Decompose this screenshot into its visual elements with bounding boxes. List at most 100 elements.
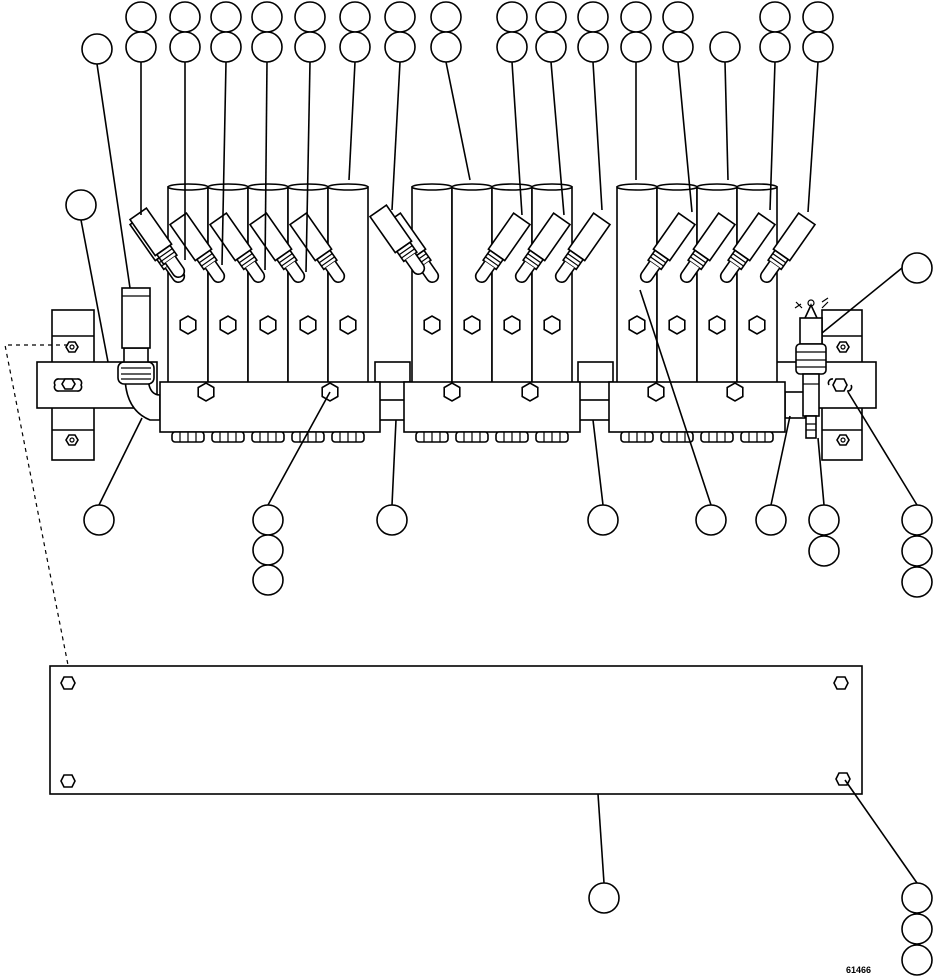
- injector-tip: [284, 260, 306, 284]
- injector-threads: [485, 253, 502, 267]
- cylinder-cap: [736, 183, 778, 191]
- outlet-fitting-ridges: [708, 432, 726, 442]
- injector-nozzle: [128, 207, 186, 279]
- base-hex-bolt: [197, 382, 215, 402]
- cylinder-cap: [696, 183, 738, 191]
- callout-bubble: [251, 1, 283, 33]
- leader-line: [769, 61, 776, 211]
- callout-bubble: [662, 1, 694, 33]
- callout-bubble: [808, 535, 840, 567]
- outlet-fitting-ridges: [463, 432, 481, 442]
- callout-bubble: [577, 31, 609, 63]
- valve-bank-2: [382, 183, 612, 443]
- injector-nozzle: [248, 212, 306, 284]
- right-mounting-bracket: [775, 309, 877, 461]
- callout-bubble: [535, 31, 567, 63]
- injector-tip: [204, 260, 226, 284]
- injector-threads: [158, 248, 175, 262]
- mounting-plate: [49, 665, 863, 795]
- callout-bubble: [125, 31, 157, 63]
- injector-threads: [318, 253, 335, 267]
- leader-line: [597, 793, 605, 884]
- callout-bubble: [496, 31, 528, 63]
- injector-tip: [514, 260, 536, 284]
- hex-bolt: [668, 315, 686, 335]
- leader-line: [98, 417, 143, 506]
- callout-bubble: [901, 913, 933, 945]
- callout-bubble: [339, 1, 371, 33]
- callout-bubbles: [65, 1, 933, 976]
- cylinder-cap: [207, 183, 249, 191]
- callout-bubble: [802, 1, 834, 33]
- hex-bolt: [423, 315, 441, 335]
- callout-bubble: [535, 1, 567, 33]
- injector-threads: [650, 253, 667, 267]
- callout-bubble: [496, 1, 528, 33]
- manifold-base-block: [608, 381, 786, 433]
- base-hex-bolt: [443, 382, 461, 402]
- injector-nozzle: [474, 212, 532, 284]
- alignment-dashed-line: [4, 344, 69, 666]
- callout-bubble: [83, 504, 115, 536]
- leader-line: [724, 61, 729, 181]
- callout-bubble: [695, 504, 727, 536]
- valve-bank-1: [128, 183, 381, 443]
- valve-cylinder: [327, 186, 369, 385]
- callout-bubble: [430, 31, 462, 63]
- hex-bolt: [219, 315, 237, 335]
- injector-nozzle: [168, 212, 226, 284]
- valve-cylinder: [411, 186, 453, 385]
- valve-bank-3: [608, 183, 817, 443]
- callout-bubble: [384, 31, 416, 63]
- injector-nozzle: [288, 212, 346, 284]
- leader-line: [592, 419, 604, 506]
- callout-bubble: [901, 882, 933, 914]
- cylinder-cap: [167, 183, 209, 191]
- leader-line: [80, 219, 109, 363]
- callout-bubble: [169, 31, 201, 63]
- leader-line: [821, 267, 903, 334]
- injector-nozzle: [719, 212, 777, 284]
- injector-nozzle: [759, 212, 817, 284]
- leader-line: [391, 61, 401, 211]
- callout-bubble: [662, 31, 694, 63]
- outlet-fitting-ridges: [668, 432, 686, 442]
- callout-bubble: [252, 504, 284, 536]
- leader-line: [550, 61, 565, 216]
- callout-bubble: [587, 504, 619, 536]
- figure-number: 61466: [845, 965, 871, 975]
- injector-threads: [398, 245, 415, 259]
- callout-bubble: [620, 1, 652, 33]
- callout-bubble: [294, 31, 326, 63]
- hex-bolt: [179, 315, 197, 335]
- injector-tip: [639, 260, 661, 284]
- injector-nozzle: [514, 212, 572, 284]
- leader-line: [847, 391, 918, 506]
- outlet-fitting-ridges: [339, 432, 357, 442]
- injector-threads: [770, 253, 787, 267]
- injector-tip: [474, 260, 496, 284]
- cylinder-cap: [616, 183, 658, 191]
- callout-bubble: [588, 882, 620, 914]
- callout-bubble: [210, 1, 242, 33]
- hex-bolt: [628, 315, 646, 335]
- injector-tip: [679, 260, 701, 284]
- callout-bubble: [759, 31, 791, 63]
- hex-bolt: [503, 315, 521, 335]
- callout-bubble: [901, 944, 933, 976]
- callout-bubble: [252, 564, 284, 596]
- callout-bubble: [376, 504, 408, 536]
- leader-line: [445, 61, 471, 181]
- hex-bolt: [339, 315, 357, 335]
- injector-tip: [164, 255, 186, 279]
- cylinder-cap: [531, 183, 573, 191]
- left-elbow-fitting: [117, 287, 161, 421]
- injector-tip: [759, 260, 781, 284]
- injector-nozzle: [679, 212, 737, 284]
- outlet-fitting-ridges: [748, 432, 766, 442]
- callout-bubble: [802, 31, 834, 63]
- cylinder-cap: [656, 183, 698, 191]
- hex-bolt: [463, 315, 481, 335]
- leader-line: [639, 289, 712, 506]
